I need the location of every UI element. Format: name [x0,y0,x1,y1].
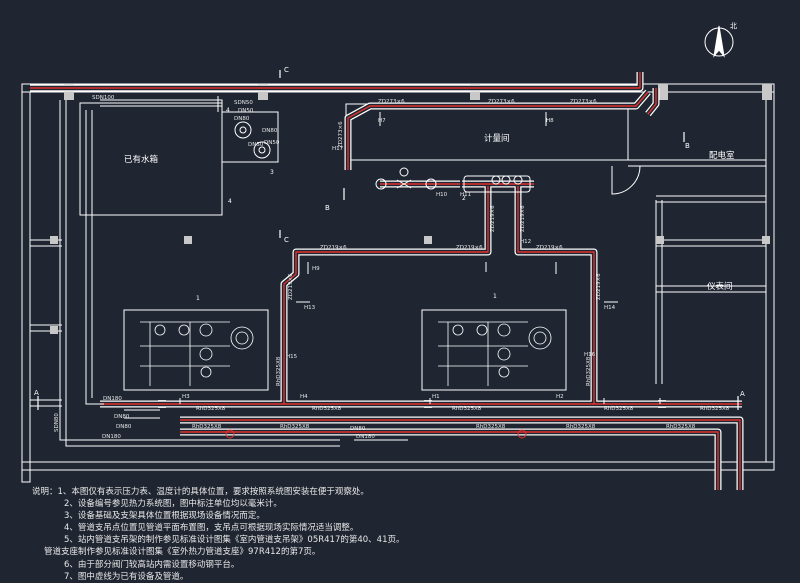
note-line: 管道支座制作参见标准设计图集《室外热力管道支座》97R412的第7页。 [44,547,321,558]
pump-icon [234,121,271,159]
pipe-label: RhD325X8 [196,406,226,412]
elevation-label: H7 [378,118,386,124]
note-line: 5、站内管道支吊架的制作参见标准设计图集《室内管道支吊架》05R417的第40、… [64,535,405,546]
pipe-label: RhD325X8 [586,356,592,386]
note-line: 7、图中虚线为已有设备及管道。 [64,571,189,582]
room-label-water-tank: 已有水箱 [124,154,159,165]
dimension-ticks [179,112,661,404]
section-mark-b-right: B [685,142,690,150]
pipe-label: DN50 [238,108,254,114]
pipe-label: RhD325X8 [280,424,310,430]
pipe-label: DN180 [356,434,375,440]
elevation-label: H13 [304,305,316,311]
section-mark-b-left: B [325,204,330,212]
section-mark-c-mid: C [284,236,289,244]
pipe-label: RhD325X8 [452,406,482,412]
room-label-meter-room: 计量间 [484,133,510,144]
elevation-label: H8 [546,118,554,124]
pipe-label: DN80 [234,116,250,122]
elevation-label: H1 [432,394,440,400]
note-line: 说明：1、本图仅有表示压力表、温度计的具体位置，要求按照系统图安装在便于观察处。 [32,487,369,497]
elevation-label: H17 [332,146,344,152]
pump-group-box [221,111,279,163]
pipe-label: ZD219×6 [536,245,563,251]
pipe-label: RhD325X8 [192,424,222,430]
door-icon [611,165,641,195]
note-line: 4、管道支吊点位置见管道平面布置图，支吊点可根据现场实际情况适当调整。 [64,523,359,534]
pipe-label: SDN50 [234,100,253,106]
section-mark-a-right: A [740,390,745,398]
pipe-label: DN80 [262,128,278,134]
pipe-label: ZD219×6 [520,205,526,232]
pipe-label: ZD273×6 [338,121,344,148]
callout-number: 1 [493,293,497,300]
pipe-label: RhD325X8 [312,406,342,412]
pipe-label: ZD273×6 [570,99,597,105]
pipe-label: ZD273×6 [488,99,515,105]
pipe-label: ZD219×6 [596,273,602,300]
heating-pipes [30,72,744,490]
design-notes: 说明：1、本图仅有表示压力表、温度计的具体位置，要求按照系统图安装在便于观察处。… [32,486,772,583]
elevation-label: H14 [604,305,616,311]
pipe-label: DN80 [114,414,130,420]
north-label: 北 [730,22,737,30]
pipe-label: ZD219×6 [320,245,347,251]
elevation-label: H9 [312,266,320,272]
callout-number: 4 [228,198,232,205]
room-label-instrument: 仪表间 [707,281,733,292]
pipe-label: RhD325X8 [476,424,506,430]
section-marks [37,70,739,410]
pipe-label: DN80 [116,424,132,430]
pipe-label: DN180 [102,434,121,440]
pipe-label: ZD219×6 [288,273,294,300]
pipe-label: RhD325X8 [566,424,596,430]
callout-number: 1 [196,295,200,302]
water-pipes [59,96,408,447]
valve-icons [225,167,531,439]
pipe-label: DN180 [103,396,122,402]
pipe-label: RhD325X8 [666,424,696,430]
pipe-label: DN80 [350,426,366,432]
pipe-label: DN50 [248,142,264,148]
exchanger-detail-icon [140,321,552,386]
room-label-distribution: 配电室 [709,150,735,161]
callout-number: 2 [462,195,466,202]
pipe-label: RhD325X8 [604,406,634,412]
elevation-label: H3 [182,394,190,400]
section-mark-c-top: C [284,66,289,74]
note-line: 2、设备编号参见热力系统图，图中标注单位均以毫米计。 [64,499,282,510]
pipe-label: ZD219×6 [490,205,496,232]
elevation-label: H15 [286,354,298,360]
heat-exchanger-unit-2 [421,309,567,391]
pipe-label: RhD325X8 [700,406,730,412]
elevation-label: H4 [300,394,308,400]
elevation-label: H10 [436,192,448,198]
elevation-label: H16 [584,352,596,358]
note-line: 3、设备基础及支架具体位置根据现场设备情况而定。 [64,511,265,522]
callout-number: 4 [226,107,230,114]
elevation-label: H11 [460,192,471,198]
elevation-label: H2 [556,394,564,400]
pipe-label: RhD325X8 [276,356,282,386]
pipe-label: SDN80 [54,413,60,432]
section-mark-a-left: A [34,389,39,397]
note-line: 6、由于部分阀门较高站内需设置移动钢平台。 [64,559,240,570]
pipe-label: ZD219×6 [456,245,483,251]
north-arrow-icon [704,25,734,58]
pipe-label: DN50 [264,140,280,146]
pipe-label: ZD273×6 [378,99,405,105]
pipe-label: SDN100 [92,95,115,101]
elevation-label: H12 [520,239,531,245]
callout-number: 3 [270,169,274,176]
heat-exchanger-unit-1 [123,309,269,391]
